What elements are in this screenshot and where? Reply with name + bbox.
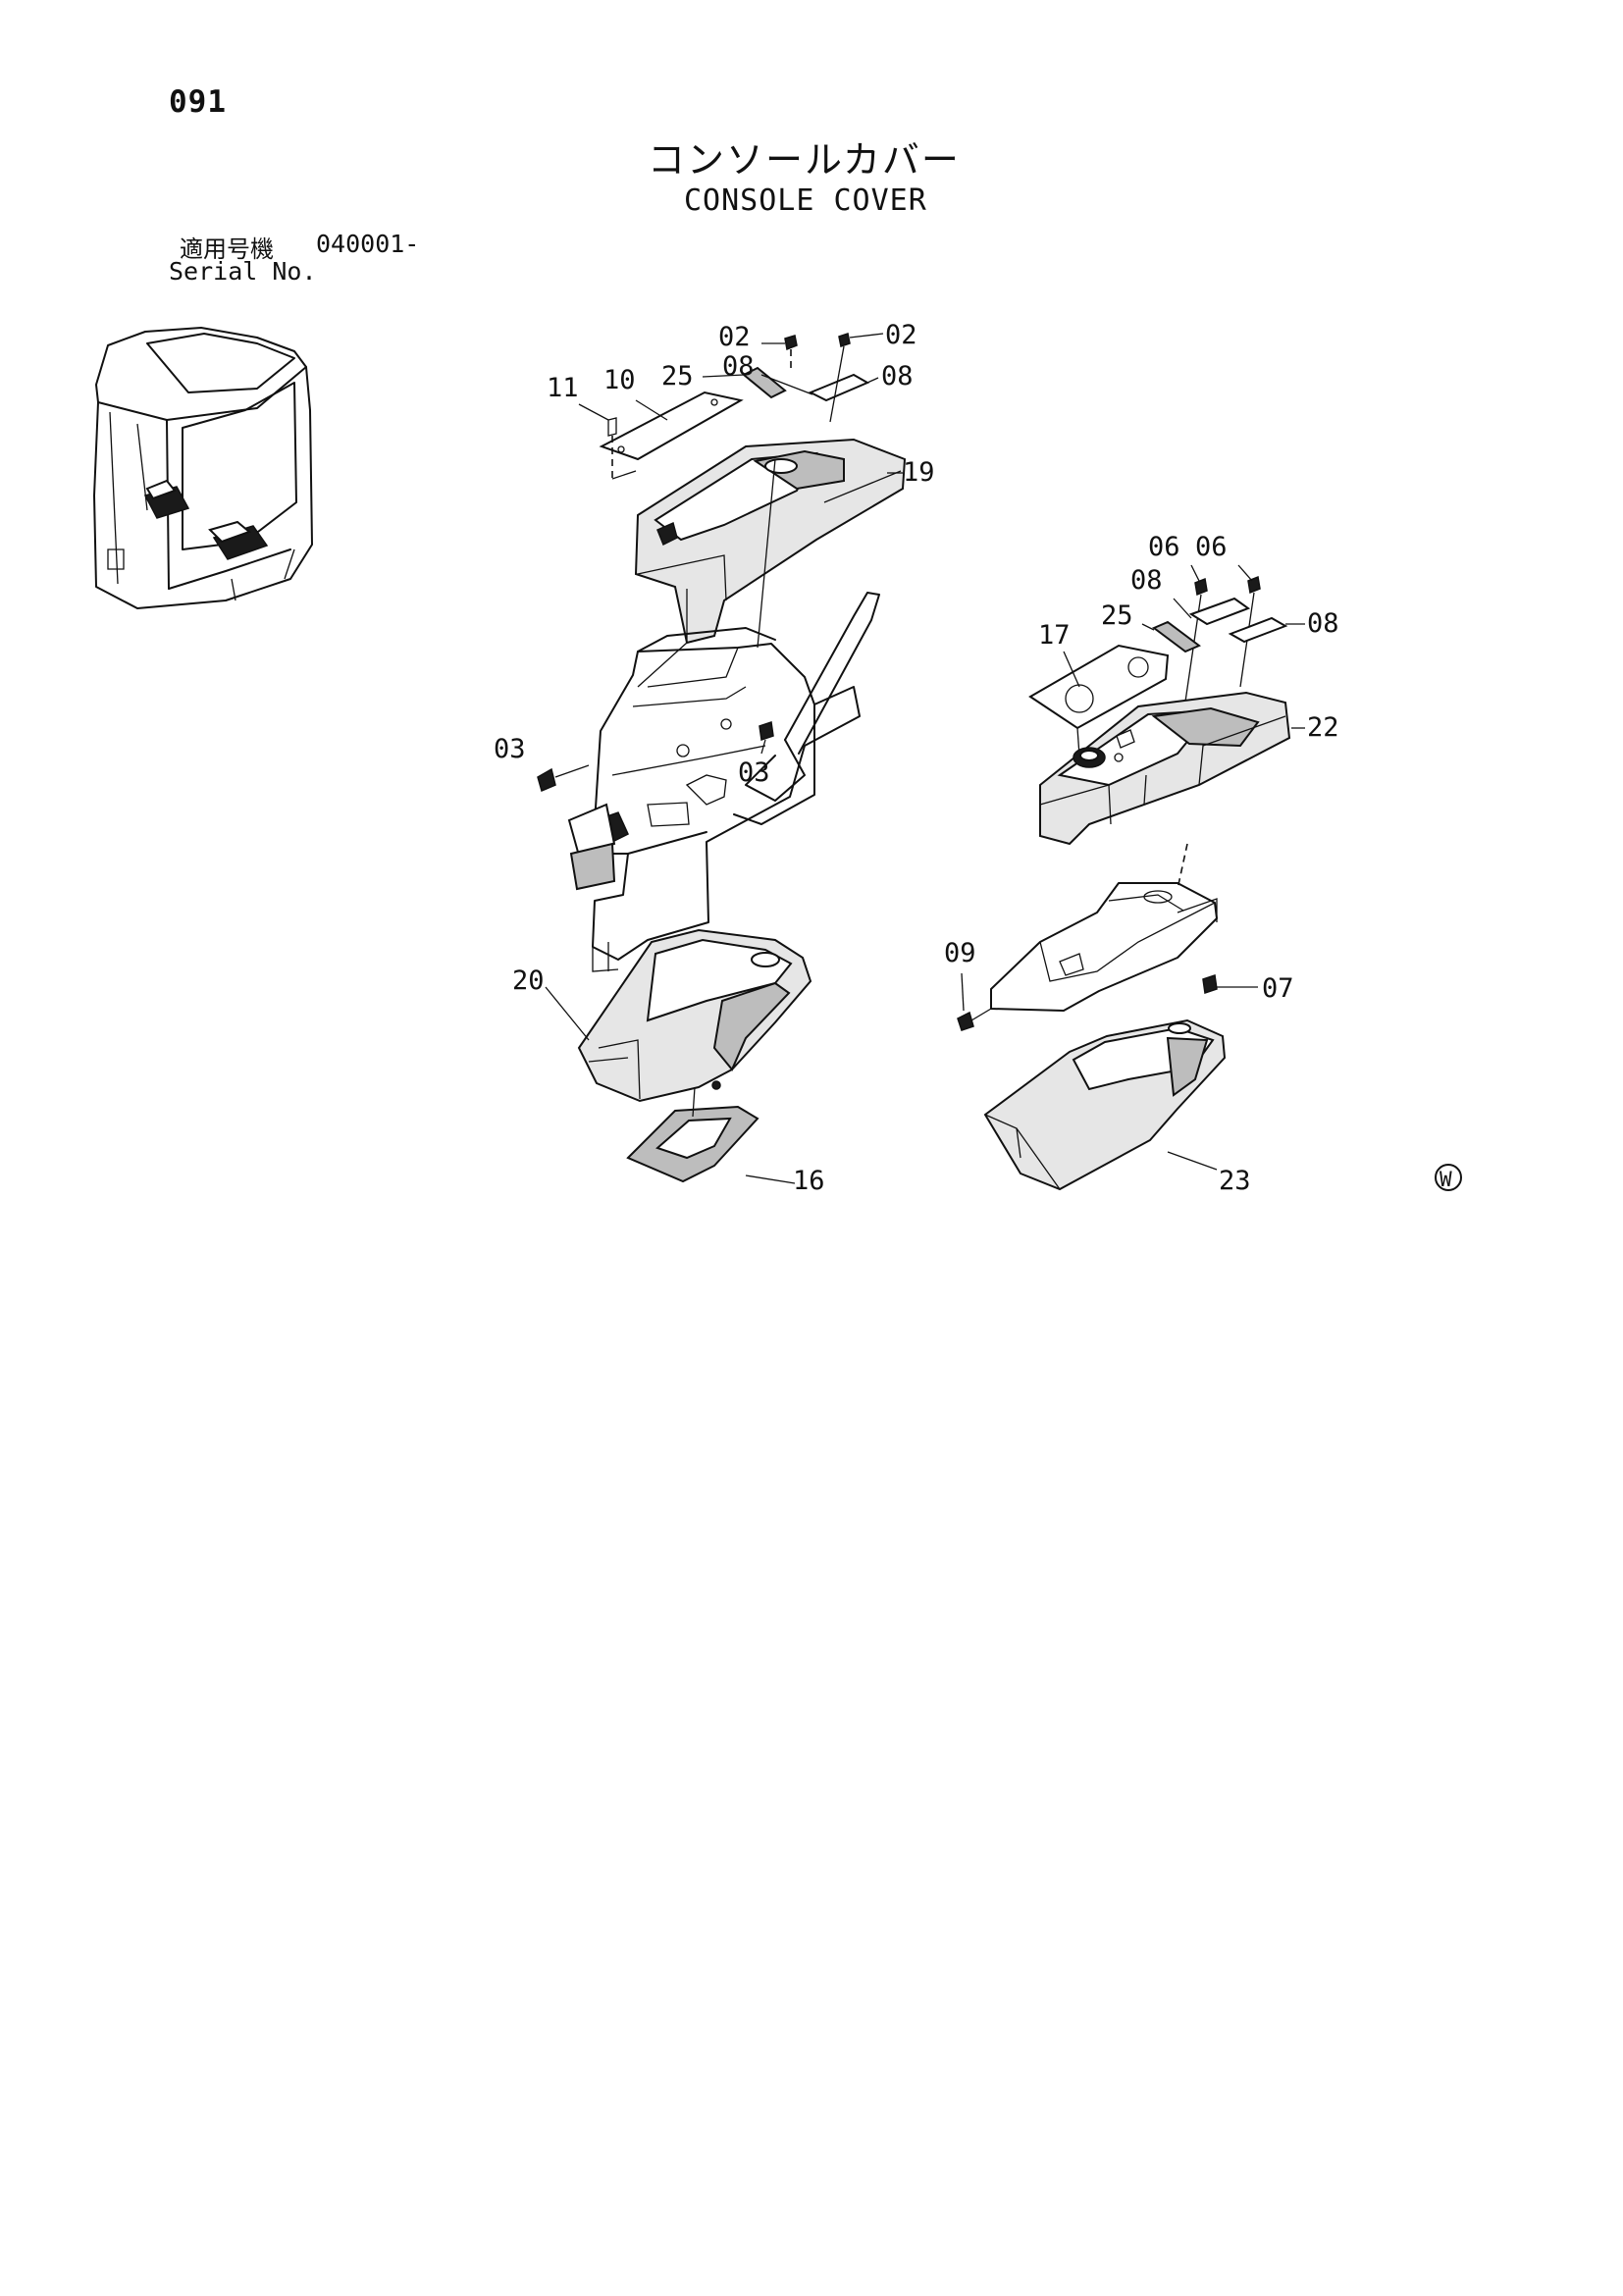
callout-03-left: 03	[494, 734, 526, 764]
control-lever	[784, 592, 880, 755]
leader-lines	[545, 333, 1305, 1184]
callout-19: 19	[903, 457, 935, 488]
cover-plate-10	[599, 391, 744, 461]
callout-02-left-a: 02	[718, 322, 751, 352]
callout-03-center: 03	[738, 757, 770, 788]
callout-25-right: 25	[1101, 600, 1133, 631]
callout-08-right-a: 08	[1130, 565, 1163, 596]
callout-22: 22	[1307, 712, 1339, 743]
serial-label-japanese: 適用号機	[180, 235, 274, 263]
page-title-japanese: コンソールカバー	[648, 138, 961, 182]
lever-frame	[592, 643, 861, 961]
callout-02-left-b: 02	[885, 320, 917, 350]
callout-20: 20	[512, 965, 545, 996]
callout-08-right-b: 08	[1307, 608, 1339, 639]
callout-09: 09	[944, 938, 976, 968]
serial-number-value: 040001-	[316, 230, 420, 258]
cab-keymap-illustration	[93, 327, 313, 609]
callout-08-left-b: 08	[881, 361, 914, 391]
callout-08-left-a: 08	[722, 351, 755, 382]
callout-23: 23	[1219, 1166, 1251, 1196]
corner-mark-letter: W	[1440, 1168, 1452, 1191]
part-callouts: 02 02 08 08 11 10 25 19 03 03 20 16 06 0…	[494, 320, 1339, 1196]
callout-06-b: 06	[1195, 532, 1228, 562]
page-number: 091	[169, 84, 227, 120]
right-console-assembly	[957, 575, 1291, 1191]
serial-label-english: Serial No.	[169, 257, 317, 286]
callout-07: 07	[1262, 973, 1294, 1004]
console-bracket-frame	[990, 882, 1218, 1012]
callout-17: 17	[1038, 620, 1071, 651]
circled-w-mark: W	[1435, 1164, 1462, 1191]
callout-10: 10	[603, 365, 636, 395]
callout-11: 11	[547, 373, 579, 403]
cover-plate-17	[1028, 644, 1170, 730]
left-console-assembly	[537, 333, 907, 1183]
callout-06-a: 06	[1148, 532, 1180, 562]
page-title-english: CONSOLE COVER	[684, 183, 927, 218]
callout-16: 16	[793, 1166, 825, 1196]
callout-25-left: 25	[661, 361, 694, 391]
